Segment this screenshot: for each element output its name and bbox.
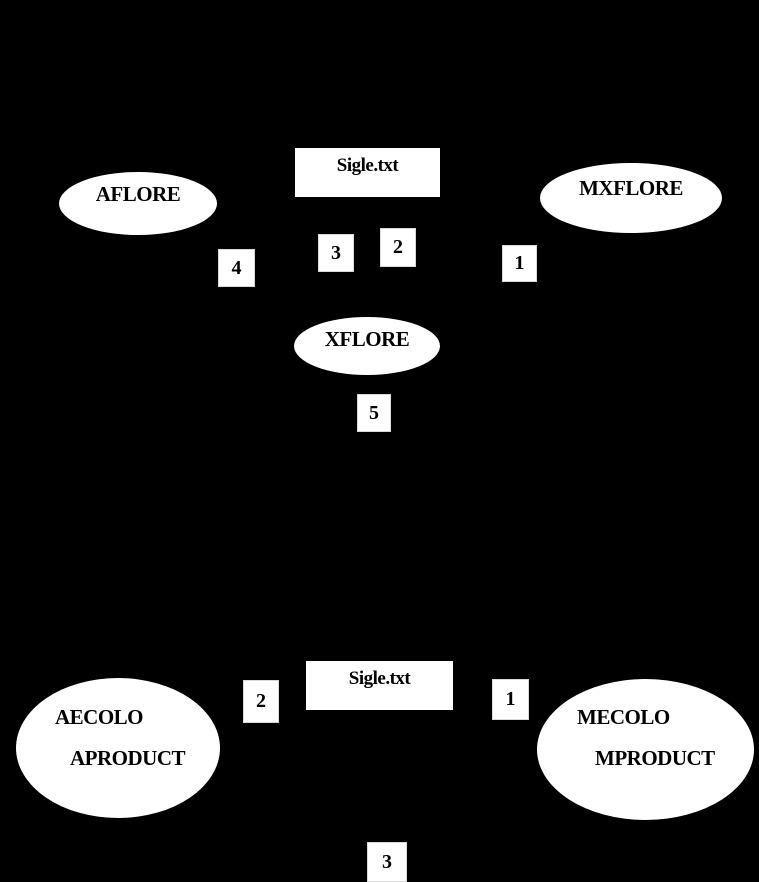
mecolo-label-line2: MPRODUCT xyxy=(595,746,715,770)
top-num-box-4: 4 xyxy=(218,249,255,287)
mecolo-label-line1: MECOLO xyxy=(577,705,670,729)
top-num-box-1-label: 1 xyxy=(514,252,525,274)
aecolo-label-line1: AECOLO xyxy=(55,705,144,729)
bottom-num-box-3-label: 3 xyxy=(382,850,392,873)
top-num-box-1: 1 xyxy=(502,245,537,282)
mecolo-ellipse: MECOLO MPRODUCT xyxy=(537,679,754,820)
top-sigle-file-box: Sigle.txt xyxy=(295,148,440,197)
top-num-box-4-label: 4 xyxy=(231,256,242,279)
bottom-num-box-1: 1 xyxy=(492,679,529,720)
aflore-label: AFLORE xyxy=(95,182,181,206)
top-num-box-2: 2 xyxy=(380,228,416,267)
aecolo-label-line2: APRODUCT xyxy=(70,746,186,770)
mxflore-ellipse: MXFLORE xyxy=(540,163,722,233)
top-num-box-3-label: 3 xyxy=(331,241,341,264)
xflore-label: XFLORE xyxy=(324,326,410,351)
top-num-box-2-label: 2 xyxy=(393,236,403,258)
xflore-ellipse: XFLORE xyxy=(294,317,440,375)
bottom-num-box-1-label: 1 xyxy=(505,688,516,710)
top-num-box-3: 3 xyxy=(318,234,354,272)
top-num-box-5: 5 xyxy=(357,394,391,432)
bottom-num-box-3: 3 xyxy=(367,842,407,882)
aflore-ellipse: AFLORE xyxy=(59,172,217,235)
mxflore-label: MXFLORE xyxy=(579,175,683,200)
bottom-sigle-file-box: Sigle.txt xyxy=(306,661,453,710)
bottom-num-box-2: 2 xyxy=(243,680,279,723)
bottom-sigle-file-label: Sigle.txt xyxy=(348,668,411,689)
top-num-box-5-label: 5 xyxy=(369,401,379,424)
top-sigle-file-label: Sigle.txt xyxy=(336,155,399,176)
bottom-num-box-2-label: 2 xyxy=(256,690,266,712)
aecolo-ellipse: AECOLO APRODUCT xyxy=(16,678,220,818)
